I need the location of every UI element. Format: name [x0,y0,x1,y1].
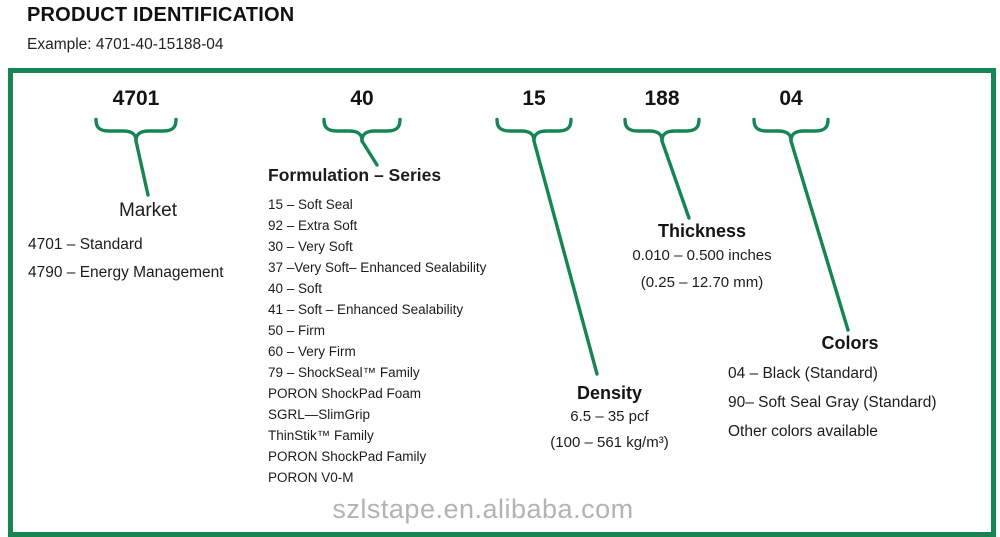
formulation-item: 30 – Very Soft [268,239,353,254]
thickness-section: Thickness 0.010 – 0.500 inches (0.25 – 1… [607,221,797,296]
code-segment-market: 4701 [112,87,160,110]
page-title: PRODUCT IDENTIFICATION [27,4,295,26]
market-title: Market [118,200,178,221]
code-segment-thickness: 188 [644,87,680,110]
density-title: Density [576,383,643,403]
formulation-item: 79 – ShockSeal™ Family [268,365,420,380]
formulation-item: 40 – Soft [268,281,323,296]
density-range-metric: (100 – 561 kg/m³) [550,434,669,451]
example-code: Example: 4701-40-15188-04 [27,36,224,53]
watermark-text: szlstape.en.alibaba.com [332,494,634,524]
formulation-item: PORON ShockPad Foam [268,386,422,401]
code-segment-colors: 04 [779,87,803,110]
formulation-item: 60 – Very Firm [268,344,356,359]
density-section: Density 6.5 – 35 pcf (100 – 561 kg/m³) [522,383,697,456]
code-segment-formulation: 40 [350,87,374,110]
formulation-title: Formulation – Series [268,165,442,185]
colors-item: 04 – Black (Standard) [728,365,878,382]
code-segment-density: 15 [522,87,546,110]
market-section: Market 4701 – Standard 4790 – Energy Man… [28,200,273,286]
formulation-item: 15 – Soft Seal [268,197,353,212]
colors-title: Colors [821,333,879,353]
formulation-item: PORON V0-M [268,470,354,485]
colors-item: Other colors available [728,423,878,440]
formulation-item: 37 –Very Soft– Enhanced Sealability [268,260,487,275]
density-range-pcf: 6.5 – 35 pcf [570,408,649,425]
formulation-item: SGRL—SlimGrip [268,407,371,422]
formulation-section: Formulation – Series 15 – Soft Seal 92 –… [268,165,518,488]
formulation-item: 50 – Firm [268,323,326,338]
formulation-item: ThinStik™ Family [268,428,374,443]
thickness-range-mm: (0.25 – 12.70 mm) [640,274,764,291]
colors-item: 90– Soft Seal Gray (Standard) [728,394,937,411]
colors-section: Colors 04 – Black (Standard) 90– Soft Se… [728,333,980,446]
formulation-item: PORON ShockPad Family [268,449,427,464]
formulation-item: 41 – Soft – Enhanced Sealability [268,302,464,317]
thickness-range-inches: 0.010 – 0.500 inches [632,247,772,264]
thickness-title: Thickness [657,221,747,241]
market-item: 4701 – Standard [28,236,143,253]
market-item: 4790 – Energy Management [28,263,224,281]
formulation-item: 92 – Extra Soft [268,218,358,233]
